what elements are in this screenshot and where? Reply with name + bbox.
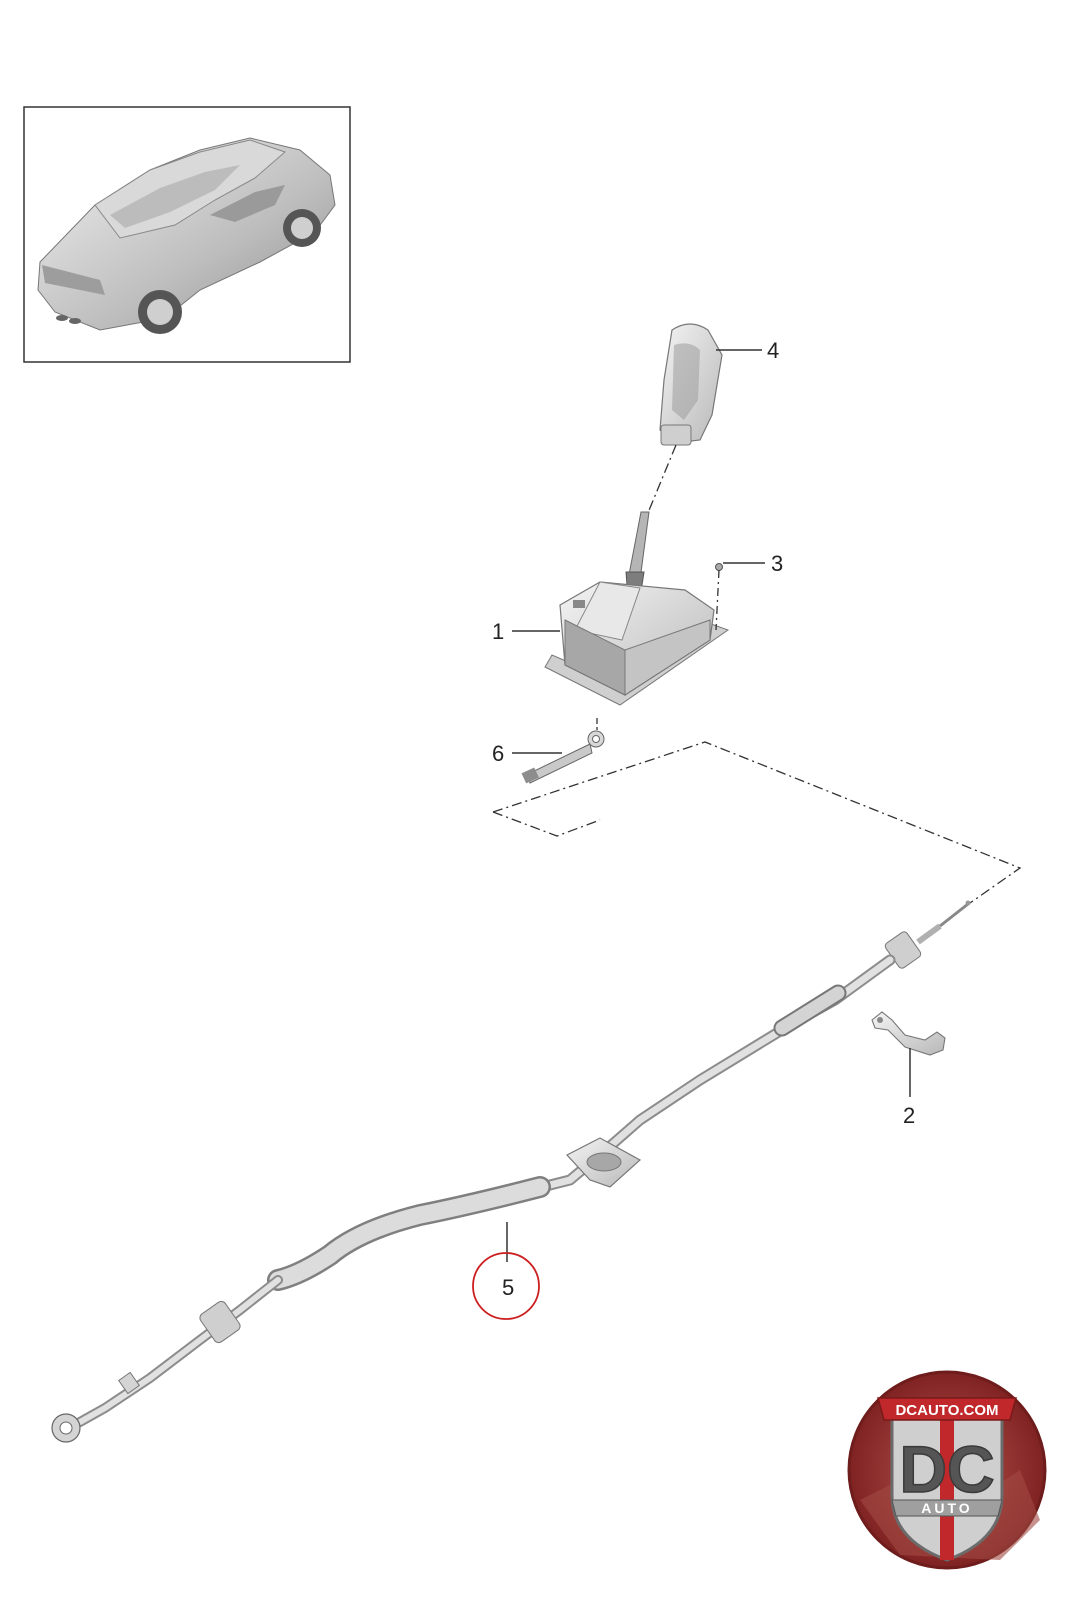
logo-big-text: DC: [899, 1432, 994, 1506]
cable-end-part: [521, 718, 605, 784]
screw-part: [715, 563, 723, 631]
callout-6[interactable]: 6: [492, 741, 504, 766]
shift-cable-part: [51, 900, 971, 1443]
callout-4[interactable]: 4: [767, 338, 779, 363]
gear-knob-part: [659, 323, 723, 446]
car-thumbnail: [23, 106, 351, 363]
logo-bottom-text: AUTO: [921, 1500, 972, 1516]
callout-5[interactable]: 5: [502, 1275, 514, 1300]
assembly-outline: [492, 741, 1022, 904]
dcauto-logo: DCAUTO.COM DC AUTO: [847, 1370, 1047, 1570]
shifter-assembly-part: [544, 511, 730, 706]
highlight-circle: [472, 1252, 540, 1320]
callout-1[interactable]: 1: [492, 619, 504, 644]
leader-lines: [506, 349, 911, 1262]
callout-labels: 1 2 3 4 5 6: [492, 338, 915, 1300]
knob-axis-line: [644, 444, 677, 521]
callout-3[interactable]: 3: [771, 551, 783, 576]
bracket-part: [871, 1011, 946, 1056]
logo-top-text: DCAUTO.COM: [895, 1402, 998, 1419]
callout-2[interactable]: 2: [903, 1103, 915, 1128]
car-thumbnail-icon: [37, 137, 336, 334]
